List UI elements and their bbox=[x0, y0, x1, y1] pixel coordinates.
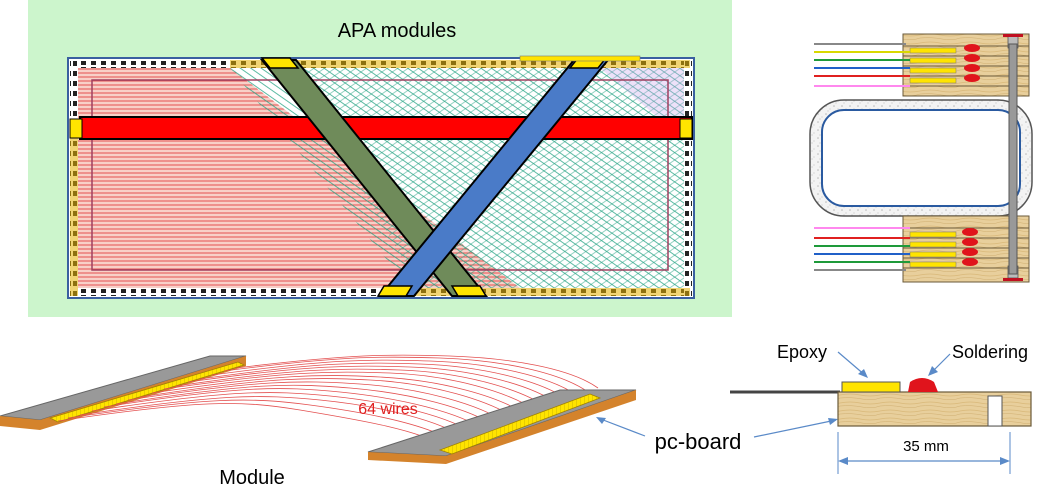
apa-bottom-orange bbox=[385, 288, 690, 296]
soldering-label: Soldering bbox=[952, 342, 1028, 362]
bar-pad-right bbox=[679, 118, 693, 139]
right-board-pads bbox=[438, 393, 602, 455]
dimension-label: 35 mm bbox=[903, 438, 949, 455]
blue-bar-bottom-pad bbox=[376, 285, 414, 297]
right-board-side bbox=[368, 452, 446, 464]
pc-board-arrow-right bbox=[753, 419, 837, 438]
left-board-side bbox=[0, 416, 40, 430]
wires-label: 64 wires bbox=[358, 401, 418, 418]
pc-board-label: pc-board bbox=[655, 429, 742, 454]
pc-board-arrow-left bbox=[597, 417, 646, 437]
module-wires bbox=[57, 354, 599, 449]
module-label: Module bbox=[219, 467, 285, 489]
wire-gap bbox=[232, 412, 302, 432]
green-bar-bottom-pad bbox=[450, 285, 488, 297]
apa-top-orange bbox=[230, 60, 690, 68]
cross-section bbox=[809, 33, 1033, 283]
apa-title: APA modules bbox=[338, 20, 457, 42]
apa-left-orange bbox=[70, 138, 78, 296]
vertical-rod bbox=[1008, 43, 1018, 275]
module-3d-view: 64 wires Module bbox=[0, 354, 637, 489]
side-detail: Epoxy Soldering 35 mm bbox=[730, 342, 1032, 474]
right-board-edge bbox=[446, 390, 636, 464]
top-connector-strip bbox=[519, 55, 641, 62]
red-cross-bar bbox=[79, 116, 693, 140]
pc-board-annotation: pc-board bbox=[596, 417, 838, 454]
epoxy-pad bbox=[841, 381, 901, 393]
epoxy-label: Epoxy bbox=[777, 342, 827, 362]
left-board-pads bbox=[48, 361, 246, 423]
solder-blob bbox=[908, 378, 938, 392]
bar-pad-left bbox=[69, 118, 83, 139]
frame-tube-inner bbox=[821, 109, 1021, 207]
top-board-stack bbox=[902, 33, 1030, 97]
apa-inner-frame bbox=[91, 79, 669, 271]
detail-hole bbox=[987, 395, 1003, 427]
apa-panel: APA modules bbox=[28, 0, 732, 317]
top-wires bbox=[814, 43, 910, 87]
bottom-wires bbox=[814, 227, 910, 271]
apa-right-edge bbox=[684, 60, 692, 296]
bottom-board-stack bbox=[902, 215, 1030, 283]
green-bar-top-pad bbox=[260, 57, 300, 69]
